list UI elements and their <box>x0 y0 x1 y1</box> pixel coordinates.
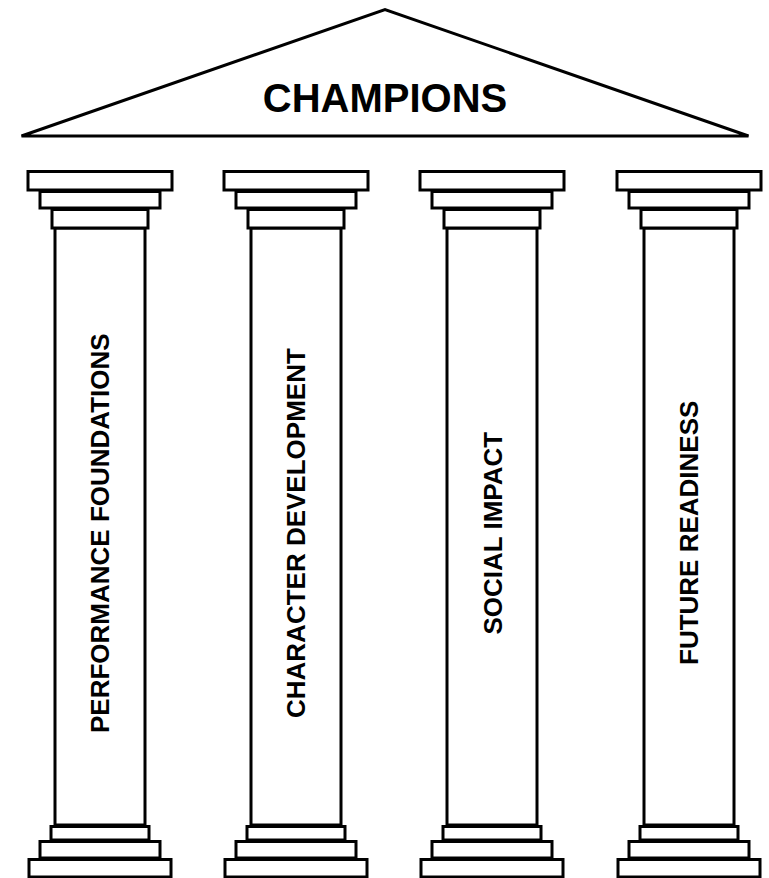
pillar-base <box>40 842 160 859</box>
pillar-base <box>629 842 749 859</box>
pillar-capital <box>444 210 540 229</box>
pillar-capital <box>224 172 368 191</box>
roof-title: CHAMPIONS <box>263 76 507 120</box>
pillar-base <box>640 827 738 841</box>
pillar-base <box>51 827 149 841</box>
pillar-label: FUTURE READINESS <box>676 400 702 664</box>
pillar-base <box>236 842 356 859</box>
pillar: FUTURE READINESS <box>615 170 763 878</box>
pillar-label: CHARACTER DEVELOPMENT <box>283 348 309 718</box>
pillar-base <box>247 827 345 841</box>
pillar-capital <box>40 192 160 209</box>
pillar-capital <box>28 172 172 191</box>
roof-text-wrap: CHAMPIONS <box>20 78 750 118</box>
pillar-text-wrap: SOCIAL IMPACT <box>479 431 505 634</box>
roof-triangle <box>22 10 749 137</box>
pillar-capital <box>629 192 749 209</box>
pillar: CHARACTER DEVELOPMENT <box>222 170 370 878</box>
pillar-base <box>421 860 563 878</box>
pillar-shaft <box>55 228 145 825</box>
pillar-shaft <box>251 228 341 825</box>
pillar-capital <box>617 172 761 191</box>
pillar-base <box>432 842 552 859</box>
pillar: PERFORMANCE FOUNDATIONS <box>26 170 174 878</box>
roof-pediment: CHAMPIONS <box>20 8 750 138</box>
pillar-base <box>29 860 171 878</box>
pillar-shaft <box>644 228 734 825</box>
pillar-label: PERFORMANCE FOUNDATIONS <box>87 333 113 733</box>
pillar-base <box>618 860 760 878</box>
pillar-text-wrap: PERFORMANCE FOUNDATIONS <box>87 333 113 733</box>
pillar-capital <box>641 210 737 229</box>
pillar-capital <box>248 210 344 229</box>
pillar-label: SOCIAL IMPACT <box>479 431 505 634</box>
pillar-capital <box>236 192 356 209</box>
pillar-base <box>443 827 541 841</box>
pillar-capital <box>420 172 564 191</box>
pillar-base <box>225 860 367 878</box>
pillar-text-wrap: FUTURE READINESS <box>676 401 702 665</box>
pillar-shaft <box>447 228 537 825</box>
pillar-text-wrap: CHARACTER DEVELOPMENT <box>283 348 309 718</box>
pillar-capital <box>52 210 148 229</box>
pillar: SOCIAL IMPACT <box>418 170 566 878</box>
pillar-capital <box>432 192 552 209</box>
